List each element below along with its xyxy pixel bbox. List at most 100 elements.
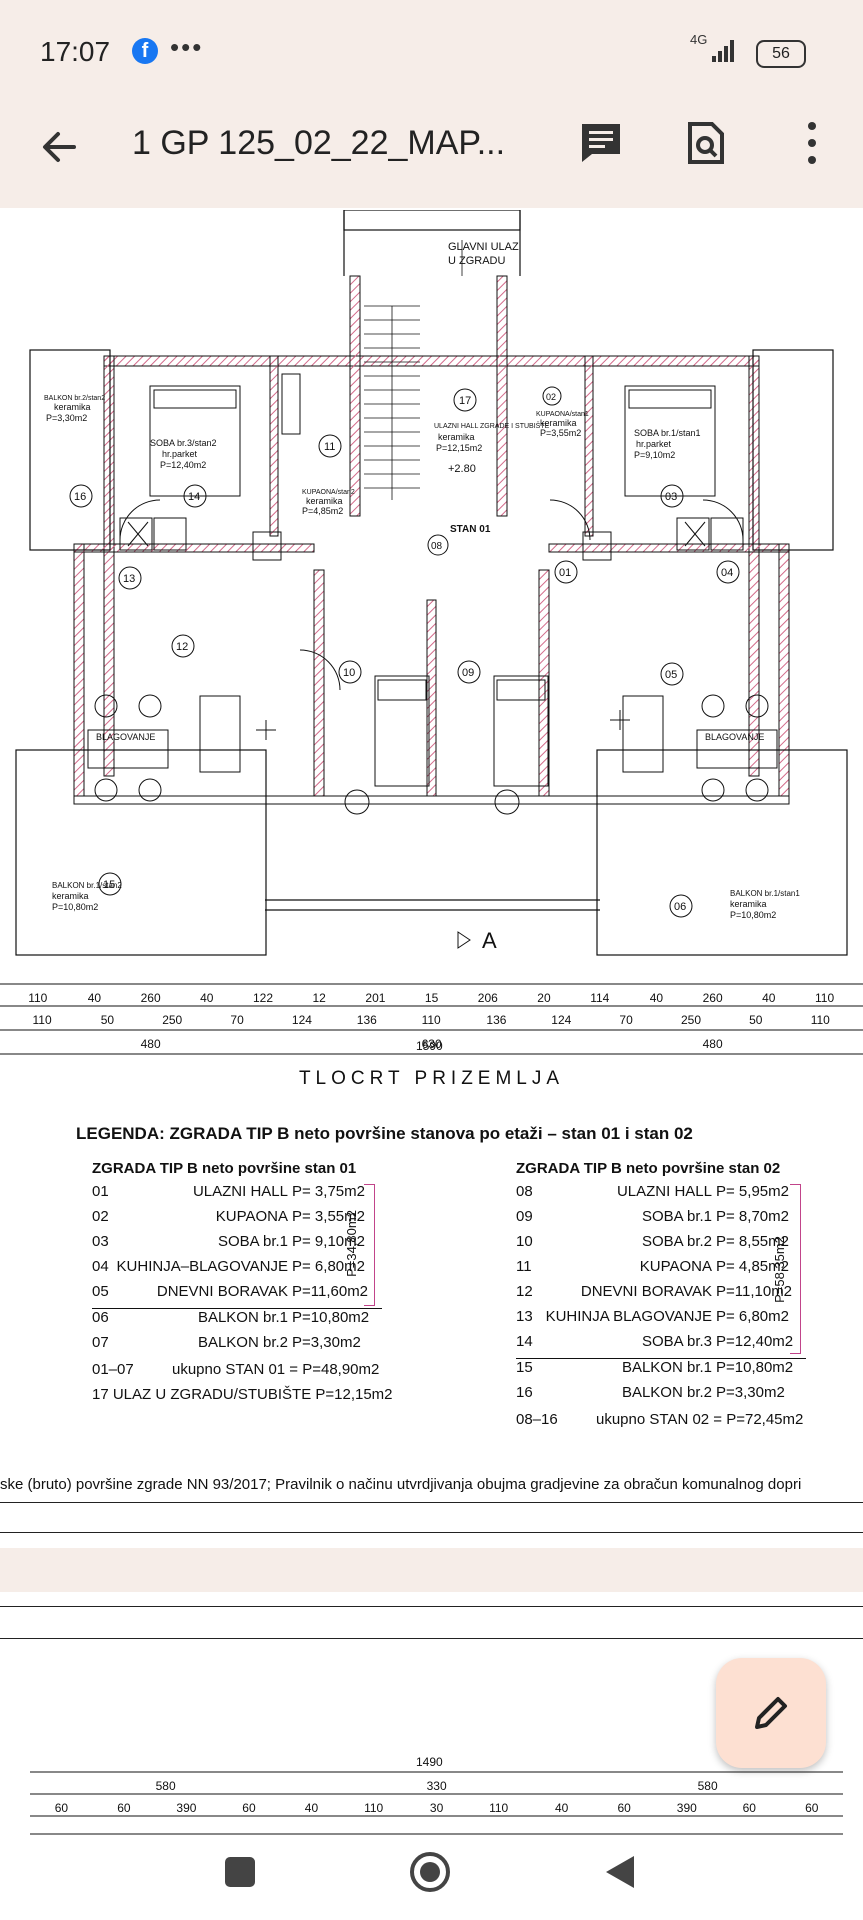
room-number: 03 (92, 1233, 109, 1250)
stan-02-subtotal-bracket (790, 1184, 801, 1354)
battery-icon: 56 (756, 40, 806, 68)
rule-line-1 (0, 1502, 863, 1503)
room-03-finish: hr.parket (636, 439, 672, 449)
dimension-value: 110 (422, 1013, 441, 1027)
svg-text:11: 11 (324, 441, 335, 453)
room-name: KUHINJA BLAGOVANJE (545, 1308, 712, 1325)
room-16-area: P=3,30m2 (46, 413, 87, 423)
facebook-icon: f (132, 38, 158, 64)
svg-text:03: 03 (665, 491, 677, 503)
room-number: 01 (92, 1183, 109, 1200)
status-bar: 17:07 f ••• 4G 56 (0, 0, 863, 100)
home-square-icon[interactable] (222, 1854, 258, 1890)
room-area: P=11,60m2 (292, 1283, 369, 1300)
dimension-value: 114 (590, 991, 609, 1005)
staircase (364, 240, 463, 500)
room-area: P=10,80m2 (292, 1309, 370, 1326)
network-type: 4G (690, 32, 708, 47)
room-area: P=12,40m2 (716, 1333, 794, 1350)
room-16-finish: keramika (54, 402, 91, 412)
dimension-value: 60 (743, 1801, 757, 1815)
room-area: P=3,30m2 (292, 1334, 361, 1351)
room-name: ULAZNI HALL (192, 1183, 288, 1200)
stan-01-total: ukupno STAN 01 = P=48,90m2 (172, 1361, 380, 1378)
room-area: P= 4,85m2 (716, 1258, 789, 1275)
stan-02-subtotal: P=58,35m2 (771, 1236, 787, 1303)
edit-button[interactable] (716, 1658, 826, 1768)
room-03-name: SOBA br.1/stan1 (634, 428, 701, 438)
dimension-value: 20 (537, 991, 551, 1005)
room-17-finish: keramika (438, 432, 475, 442)
dimension-value: 250 (681, 1013, 701, 1027)
dimension-value: 110 (489, 1801, 508, 1815)
dimension-value: 122 (253, 991, 273, 1005)
room-area: P= 8,70m2 (716, 1208, 789, 1225)
room-06-name: BALKON br.1/stan1 (730, 889, 800, 898)
stan-01-subtotal-bracket (364, 1184, 375, 1306)
page2-total: 1490 (416, 1755, 443, 1769)
room-area: P= 3,55m2 (292, 1208, 365, 1225)
floor-plan: GLAVNI ULAZ U ZGRADU BALKON br.2/stan2 k… (0, 210, 863, 1055)
svg-text:02: 02 (546, 392, 556, 402)
room-11-finish: keramika (306, 496, 343, 506)
signal-icon (712, 40, 734, 62)
home-circle-icon[interactable] (408, 1850, 452, 1894)
room-area: P= 6,80m2 (716, 1308, 789, 1325)
stan-02-total: ukupno STAN 02 = P=72,45m2 (596, 1411, 804, 1428)
page2-rule-2 (0, 1638, 863, 1639)
dimension-value: 60 (805, 1801, 819, 1815)
room-17-name: ULAZNI HALL ZGRADE I STUBIŠTE (434, 421, 550, 430)
clock: 17:07 (40, 36, 111, 67)
room-11-name: KUPAONA/stan2 (302, 489, 355, 496)
svg-text:13: 13 (123, 573, 135, 585)
document-title: 1 GP 125_02_22_MAP... (132, 124, 506, 162)
back-arrow-icon[interactable] (36, 124, 82, 170)
rule-line-2 (0, 1532, 863, 1533)
room-name: SOBA br.1 (217, 1233, 288, 1250)
room-name: KUPAONA (639, 1258, 712, 1275)
dimension-value: 15 (425, 991, 439, 1005)
dimension-value: 206 (478, 991, 498, 1005)
room-name: BALKON br.1 (621, 1359, 712, 1376)
more-vert-icon[interactable] (800, 120, 824, 166)
svg-text:15: 15 (103, 879, 115, 891)
app-bar (0, 100, 863, 208)
room-area: P= 8,55m2 (716, 1233, 789, 1250)
stan-label: STAN 01 (450, 524, 491, 535)
entrance-label-1: GLAVNI ULAZ (448, 241, 519, 253)
furniture (87, 373, 778, 815)
room-name: KUHINJA–BLAGOVANJE (116, 1258, 288, 1275)
room-number: 15 (516, 1359, 533, 1376)
dimension-value: 260 (141, 991, 161, 1005)
svg-text:04: 04 (721, 567, 733, 579)
stan-02-total-range: 08–16 (516, 1411, 558, 1428)
dimension-value: 110 (815, 991, 834, 1005)
svg-text:A: A (482, 928, 497, 953)
dimension-value: 70 (619, 1013, 633, 1027)
level-mark: +2.80 (448, 463, 476, 475)
room-number: 11 (516, 1258, 532, 1275)
dimension-value: 390 (677, 1801, 697, 1815)
search-document-icon[interactable] (684, 120, 730, 166)
room-area: P= 3,75m2 (292, 1183, 365, 1200)
dimension-value: 70 (230, 1013, 244, 1027)
room-number: 12 (516, 1283, 533, 1300)
dimension-value: 580 (698, 1779, 718, 1793)
back-triangle-icon[interactable] (600, 1852, 640, 1892)
entrance-label-2: U ZGRADU (448, 255, 506, 267)
dimension-value: 136 (486, 1013, 506, 1027)
dimension-value: 480 (141, 1037, 161, 1051)
svg-text:05: 05 (665, 669, 677, 681)
comment-icon[interactable] (578, 120, 624, 166)
